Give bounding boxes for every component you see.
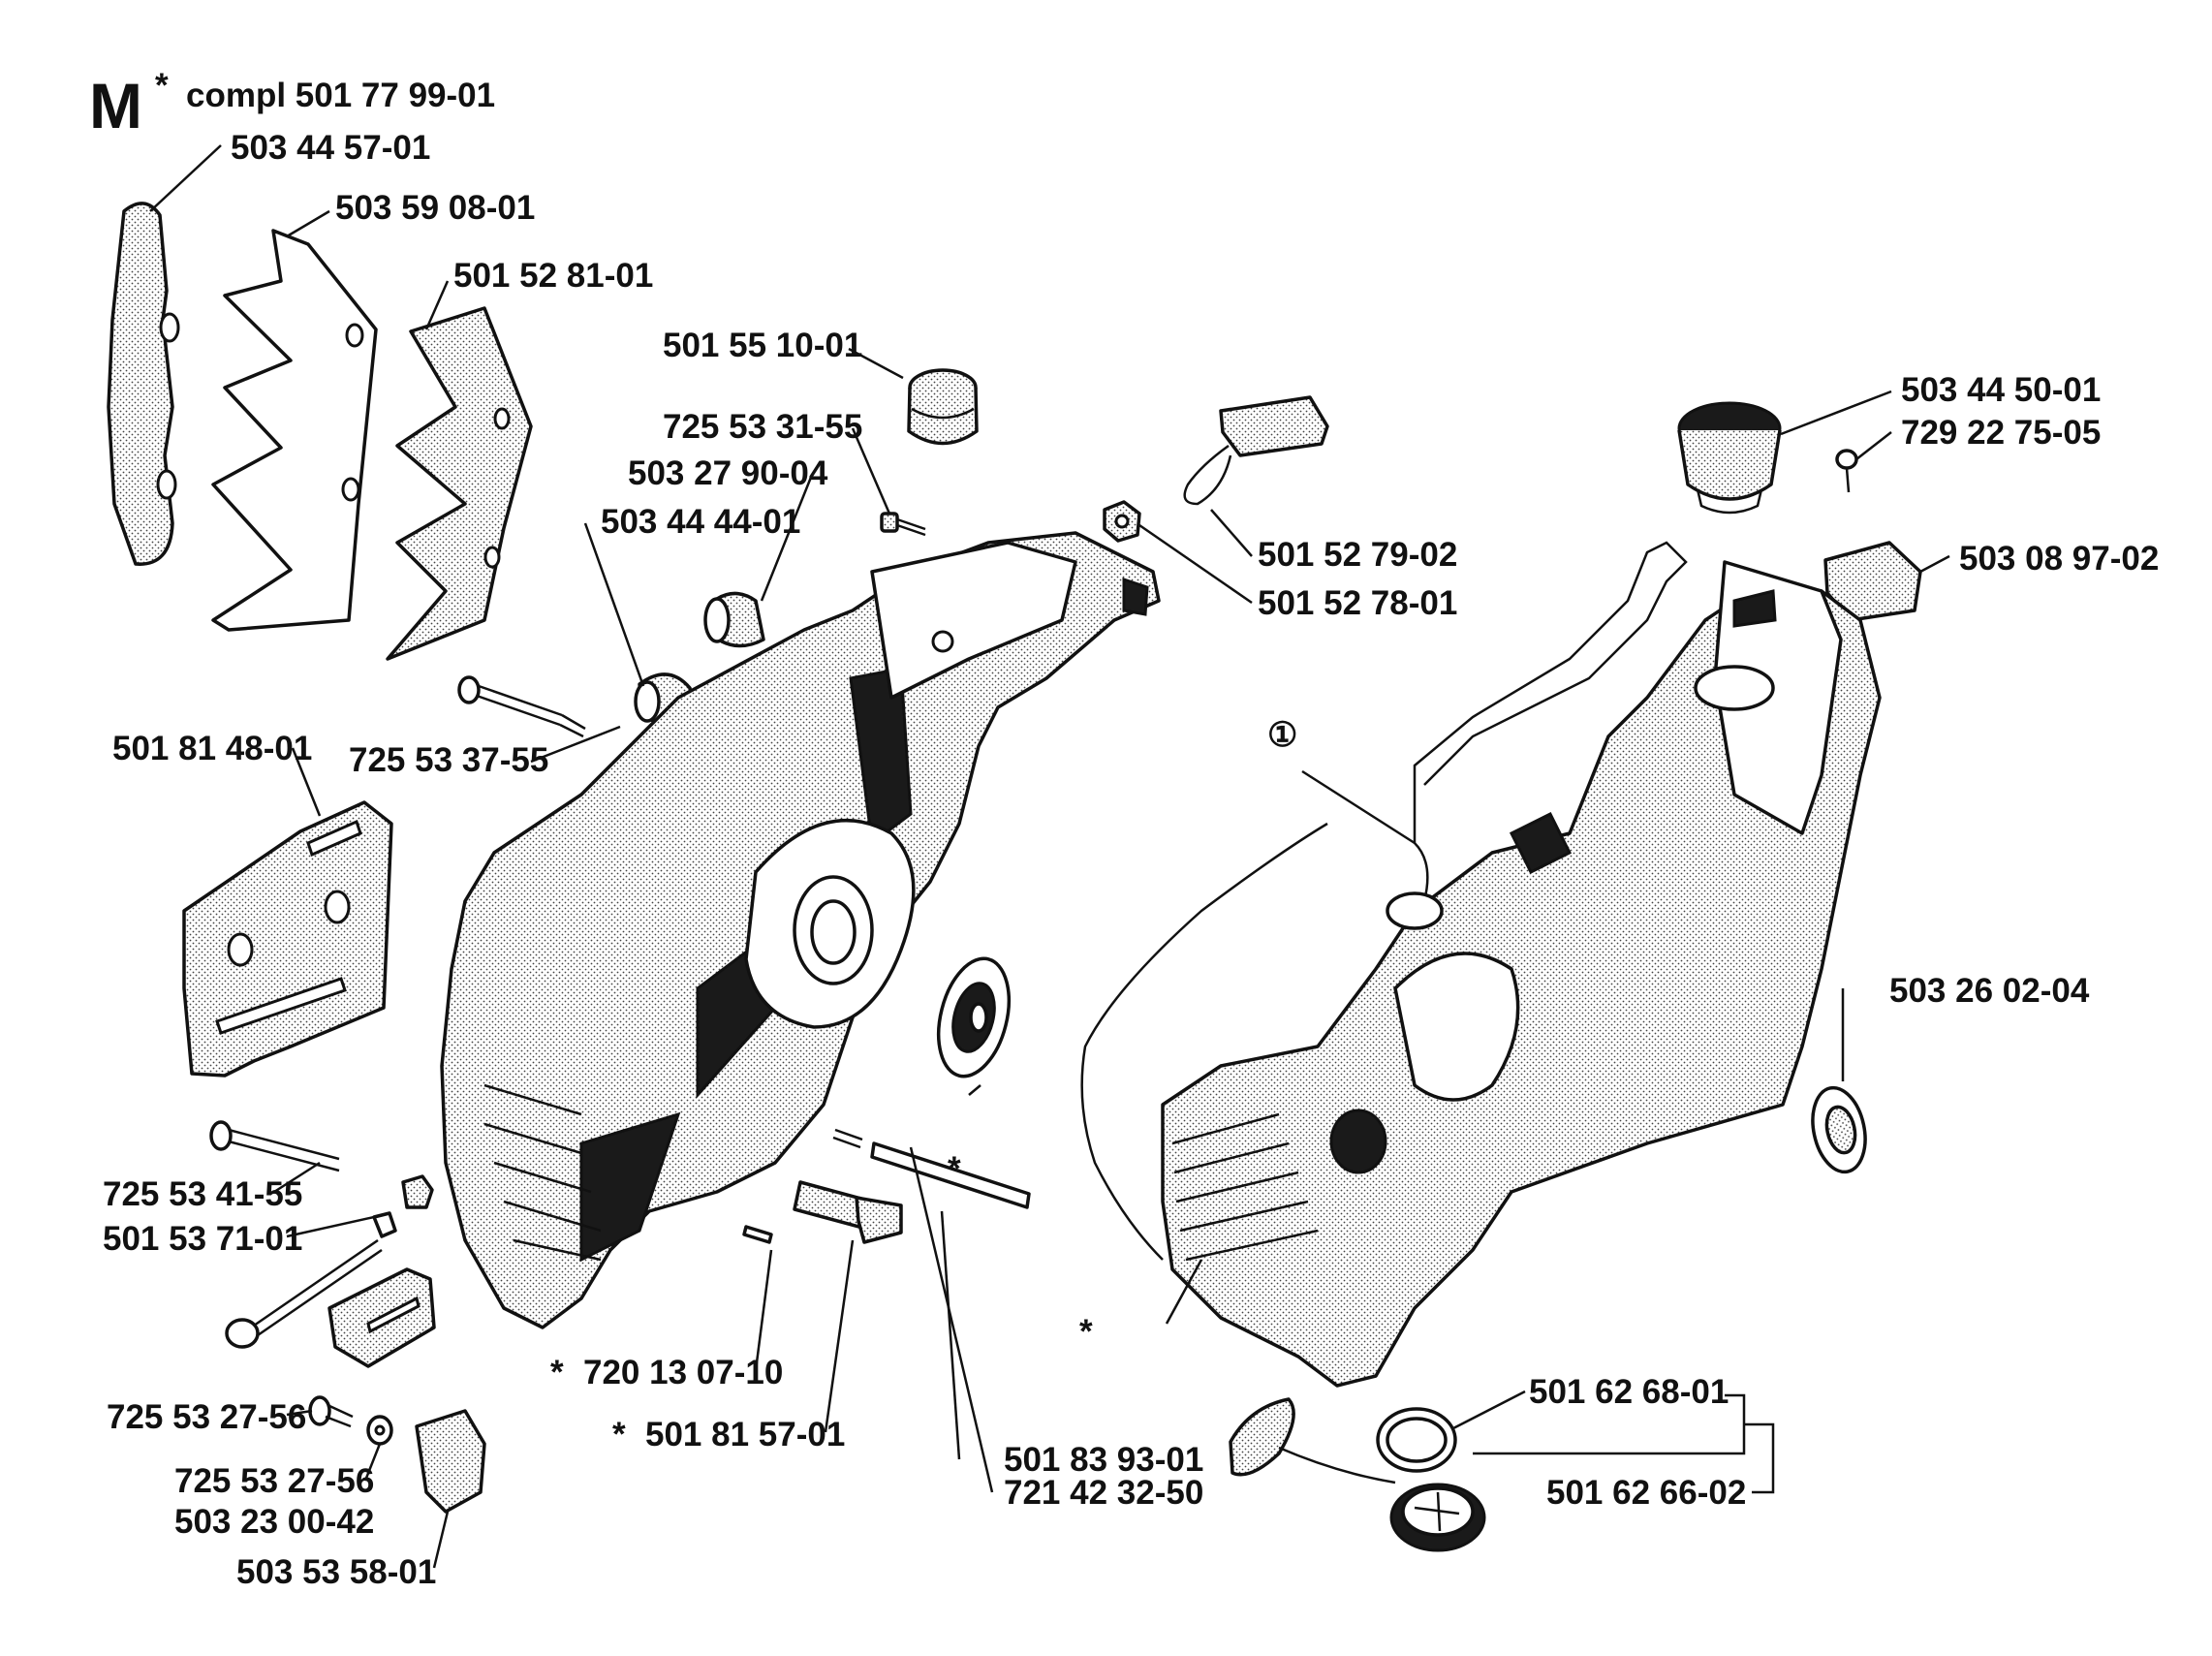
label-501-52-78-01: 501 52 78-01	[1258, 584, 1457, 622]
part-501-62-68-01	[1376, 1407, 1457, 1473]
part-501-81-57-01	[793, 1180, 903, 1244]
part-721-42-32-50	[832, 1128, 863, 1149]
label-503-44-57-01: 503 44 57-01	[231, 129, 430, 167]
part-labels: 503 44 57-01 503 59 08-01 501 52 81-01 5…	[103, 129, 2159, 1591]
asterisk-bearing: *	[948, 1150, 961, 1188]
label-503-59-08-01: 503 59 08-01	[335, 189, 535, 227]
label-circled-one: ①	[1267, 716, 1297, 754]
part-503-23-00-42	[366, 1415, 393, 1446]
asterisk-right-case: *	[1079, 1313, 1093, 1351]
part-725-53-37-55	[457, 675, 586, 738]
label-501-62-66-02: 501 62 66-02	[1546, 1474, 1746, 1512]
part-501-52-79-02	[1183, 395, 1329, 506]
label-729-22-75-05: 729 22 75-05	[1901, 414, 2101, 452]
part-501-55-10-01	[907, 368, 979, 446]
part-501-53-71-01	[372, 1174, 434, 1238]
label-503-53-58-01: 503 53 58-01	[236, 1553, 436, 1591]
leader-lines	[149, 144, 1950, 1569]
label-503-27-90-04: 503 27 90-04	[628, 454, 828, 492]
label-501-52-79-02: 501 52 79-02	[1258, 536, 1457, 574]
part-501-83-93-01	[870, 1141, 1031, 1209]
label-720-13-07-10: 720 13 07-10	[583, 1354, 783, 1391]
title-asterisk: *	[155, 67, 169, 105]
part-725-53-41-55	[209, 1120, 340, 1172]
label-725-53-27-56-a: 725 53 27-56	[107, 1398, 306, 1436]
part-720-13-07-10	[742, 1225, 773, 1244]
label-503-23-00-42: 503 23 00-42	[174, 1503, 374, 1541]
label-721-42-32-50: 721 42 32-50	[1004, 1474, 1203, 1512]
asterisk-720-13-07-10: *	[550, 1354, 564, 1391]
part-adjusting-screw	[225, 1238, 383, 1349]
part-503-44-57-01	[107, 202, 180, 566]
part-left-crankcase	[440, 531, 1161, 1329]
label-503-26-02-04: 503 26 02-04	[1889, 972, 2090, 1010]
label-503-08-97-02: 503 08 97-02	[1959, 540, 2159, 578]
part-501-52-81-01	[386, 306, 533, 661]
compl-part-number: compl 501 77 99-01	[186, 77, 495, 114]
label-501-53-71-01: 501 53 71-01	[103, 1220, 302, 1258]
part-501-62-66-02	[1229, 1397, 1486, 1552]
part-725-53-31-55	[880, 512, 926, 537]
label-725-53-41-55: 725 53 41-55	[103, 1175, 302, 1213]
part-501-81-48-01	[182, 800, 393, 1078]
part-729-22-75-05	[1835, 449, 1858, 493]
part-725-53-27-56-bolt	[308, 1395, 354, 1428]
part-725-53-27-56-plate	[327, 1267, 436, 1368]
label-501-81-48-01: 501 81 48-01	[112, 730, 312, 767]
asterisk-501-81-57-01: *	[612, 1416, 626, 1453]
part-bearing	[937, 956, 1011, 1078]
part-503-53-58-01	[415, 1409, 486, 1514]
part-right-crankcase	[1080, 541, 1882, 1388]
label-725-53-31-55: 725 53 31-55	[663, 408, 862, 446]
label-501-55-10-01: 501 55 10-01	[663, 327, 862, 364]
part-503-44-50-01	[1677, 401, 1782, 515]
label-501-81-57-01: 501 81 57-01	[645, 1416, 845, 1453]
label-503-44-44-01: 503 44 44-01	[601, 503, 800, 541]
part-503-08-97-02	[1823, 541, 1922, 622]
part-503-27-90-04	[703, 591, 765, 648]
label-501-83-93-01: 501 83 93-01	[1004, 1441, 1203, 1479]
label-725-53-37-55: 725 53 37-55	[349, 741, 548, 779]
part-501-52-78-01	[1103, 500, 1141, 543]
part-503-26-02-04	[1811, 1085, 1867, 1174]
label-725-53-27-56-b: 725 53 27-56	[174, 1462, 374, 1500]
label-501-62-68-01: 501 62 68-01	[1529, 1373, 1729, 1411]
label-503-44-50-01: 503 44 50-01	[1901, 371, 2101, 409]
section-letter: M	[89, 70, 142, 141]
label-501-52-81-01: 501 52 81-01	[453, 257, 653, 295]
part-503-59-08-01	[211, 229, 378, 632]
